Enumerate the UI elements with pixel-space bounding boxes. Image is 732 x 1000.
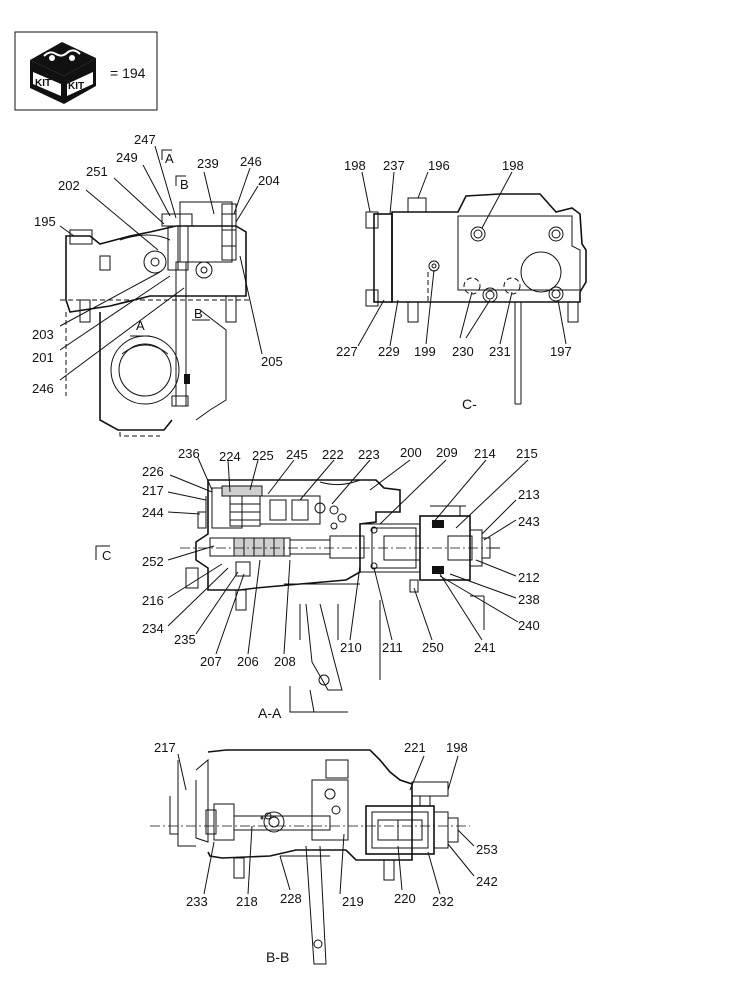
part-label-235: 235 (174, 632, 196, 647)
part-label-239: 239 (197, 156, 219, 171)
part-label-242: 242 (476, 874, 498, 889)
part-label-197: 197 (550, 344, 572, 359)
part-label-243: 243 (518, 514, 540, 529)
part-label-250: 250 (422, 640, 444, 655)
part-label-229: 229 (378, 344, 400, 359)
part-label-226: 226 (142, 464, 164, 479)
part-label-241: 241 (474, 640, 496, 655)
part-label-234: 234 (142, 621, 164, 636)
part-label-240: 240 (518, 618, 540, 633)
part-label-232: 232 (432, 894, 454, 909)
part-label-246-bottom: 246 (32, 381, 54, 396)
part-label-244: 244 (142, 505, 164, 520)
part-label-231: 231 (489, 344, 511, 359)
part-label-215: 215 (516, 446, 538, 461)
part-label-196: 196 (428, 158, 450, 173)
part-label-200: 200 (400, 445, 422, 460)
kit-label-left: KIT (35, 78, 51, 89)
view-caption-c: C- (462, 396, 477, 412)
part-label-219: 219 (342, 894, 364, 909)
kit-box-icon: KIT KIT (30, 42, 96, 104)
part-label-209: 209 (436, 445, 458, 460)
view-section-bb: 217 221 198 253 242 233 218 228 219 220 … (150, 740, 498, 965)
part-label-221: 221 (404, 740, 426, 755)
part-label-233: 233 (186, 894, 208, 909)
part-label-199: 199 (414, 344, 436, 359)
part-label-204: 204 (258, 173, 280, 188)
view-top-left: A B A B 247 249 251 202 195 239 246 204 … (32, 132, 283, 437)
part-label-218: 218 (236, 894, 258, 909)
part-label-195: 195 (34, 214, 56, 229)
part-label-202: 202 (58, 178, 80, 193)
part-label-253: 253 (476, 842, 498, 857)
kit-label-right: KIT (68, 81, 84, 92)
part-label-245: 245 (286, 447, 308, 462)
view-top-right: 198 237 196 198 227 229 199 230 231 197 … (336, 158, 587, 412)
part-label-249: 249 (116, 150, 138, 165)
part-label-198-bb: 198 (446, 740, 468, 755)
part-label-247: 247 (134, 132, 156, 147)
part-label-217: 217 (142, 483, 164, 498)
part-label-252: 252 (142, 554, 164, 569)
kit-legend: KIT KIT = 194 (14, 31, 158, 111)
part-label-238: 238 (518, 592, 540, 607)
part-label-214: 214 (474, 446, 496, 461)
part-label-227: 227 (336, 344, 358, 359)
kit-equals-text: = 194 (110, 65, 146, 81)
part-label-198-left: 198 (344, 158, 366, 173)
section-mark-b-bottom: B (194, 306, 203, 321)
part-label-223: 223 (358, 447, 380, 462)
view-section-aa: C 236 224 225 245 222 22 (95, 445, 540, 721)
part-label-205: 205 (261, 354, 283, 369)
part-label-237: 237 (383, 158, 405, 173)
part-label-230: 230 (452, 344, 474, 359)
view-caption-bb: B-B (266, 949, 289, 965)
part-label-213: 213 (518, 487, 540, 502)
part-label-203: 203 (32, 327, 54, 342)
view-caption-aa: A-A (258, 705, 282, 721)
part-label-225: 225 (252, 448, 274, 463)
part-label-217-bb: 217 (154, 740, 176, 755)
part-label-228: 228 (280, 891, 302, 906)
part-label-220: 220 (394, 891, 416, 906)
part-label-212: 212 (518, 570, 540, 585)
part-label-236: 236 (178, 446, 200, 461)
section-mark-a-bottom: A (136, 318, 145, 333)
part-label-208: 208 (274, 654, 296, 669)
part-label-246-top: 246 (240, 154, 262, 169)
part-label-206: 206 (237, 654, 259, 669)
part-label-222: 222 (322, 447, 344, 462)
part-label-201: 201 (32, 350, 54, 365)
section-mark-a-top: A (165, 151, 174, 166)
part-label-198-right: 198 (502, 158, 524, 173)
part-label-207: 207 (200, 654, 222, 669)
part-label-211: 211 (382, 640, 403, 655)
section-mark-b-top: B (180, 177, 189, 192)
part-label-251: 251 (86, 164, 108, 179)
part-label-216: 216 (142, 593, 164, 608)
part-label-210: 210 (340, 640, 362, 655)
view-mark-c: C (102, 548, 111, 563)
part-label-224: 224 (219, 449, 241, 464)
